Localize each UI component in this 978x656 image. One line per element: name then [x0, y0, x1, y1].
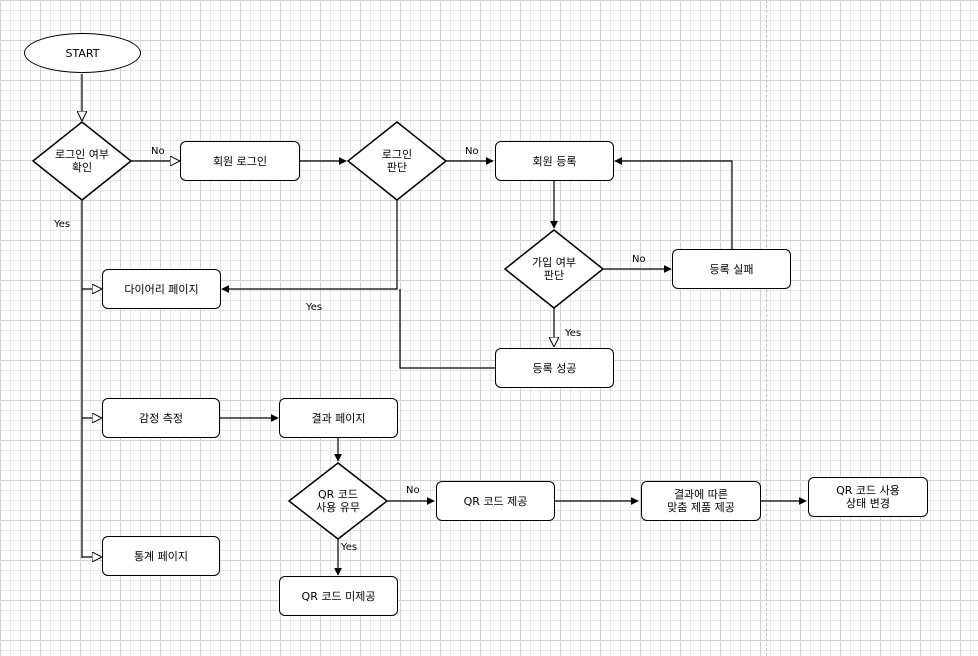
login-check-no-label: No	[151, 146, 165, 157]
edge-register-fail-to-member-register	[614, 157, 733, 249]
login-check-yes-label: Yes	[54, 219, 71, 230]
login-check-label: 로그인 여부 확인	[54, 148, 110, 174]
register-fail-box[interactable]: 등록 실패	[672, 249, 791, 289]
member-login-box[interactable]: 회원 로그인	[180, 141, 300, 181]
login-judge-decision[interactable]: 로그인 판단	[348, 122, 446, 200]
join-judge-no-label: No	[632, 254, 646, 265]
qr-use-decision[interactable]: QR 코드 사용 유무	[289, 463, 387, 539]
qr-use-label: QR 코드 사용 유무	[316, 488, 360, 514]
register-success-box[interactable]: 등록 성공	[495, 348, 614, 388]
emotion-measure-box[interactable]: 감정 측정	[102, 398, 220, 438]
qr-use-yes-label: Yes	[341, 542, 358, 553]
result-page-box[interactable]: 결과 페이지	[279, 398, 398, 438]
qr-provide-box[interactable]: QR 코드 제공	[436, 481, 555, 521]
stats-page-box[interactable]: 통계 페이지	[102, 536, 220, 576]
page-break-line	[766, 0, 767, 656]
join-judge-decision[interactable]: 가입 여부 판단	[505, 230, 603, 308]
start-node[interactable]: START	[24, 33, 141, 73]
edge-login-judge-to-diary-page	[221, 200, 398, 293]
join-judge-yes-label: Yes	[565, 328, 582, 339]
custom-product-box[interactable]: 결과에 따른 맞춤 제품 제공	[641, 481, 761, 521]
diary-page-box[interactable]: 다이어리 페이지	[102, 269, 221, 309]
qr-use-no-label: No	[406, 485, 420, 496]
login-judge-label: 로그인 판단	[381, 148, 413, 174]
member-register-box[interactable]: 회원 등록	[495, 141, 614, 181]
edge-register-success-to-diary	[399, 289, 495, 369]
login-check-decision[interactable]: 로그인 여부 확인	[33, 122, 131, 200]
login-judge-no-label: No	[465, 146, 479, 157]
join-judge-label: 가입 여부 판단	[532, 256, 576, 282]
login-judge-yes-label: Yes	[306, 302, 323, 313]
qr-status-change-box[interactable]: QR 코드 사용 상태 변경	[808, 477, 928, 517]
qr-not-provided-box[interactable]: QR 코드 미제공	[279, 576, 398, 616]
